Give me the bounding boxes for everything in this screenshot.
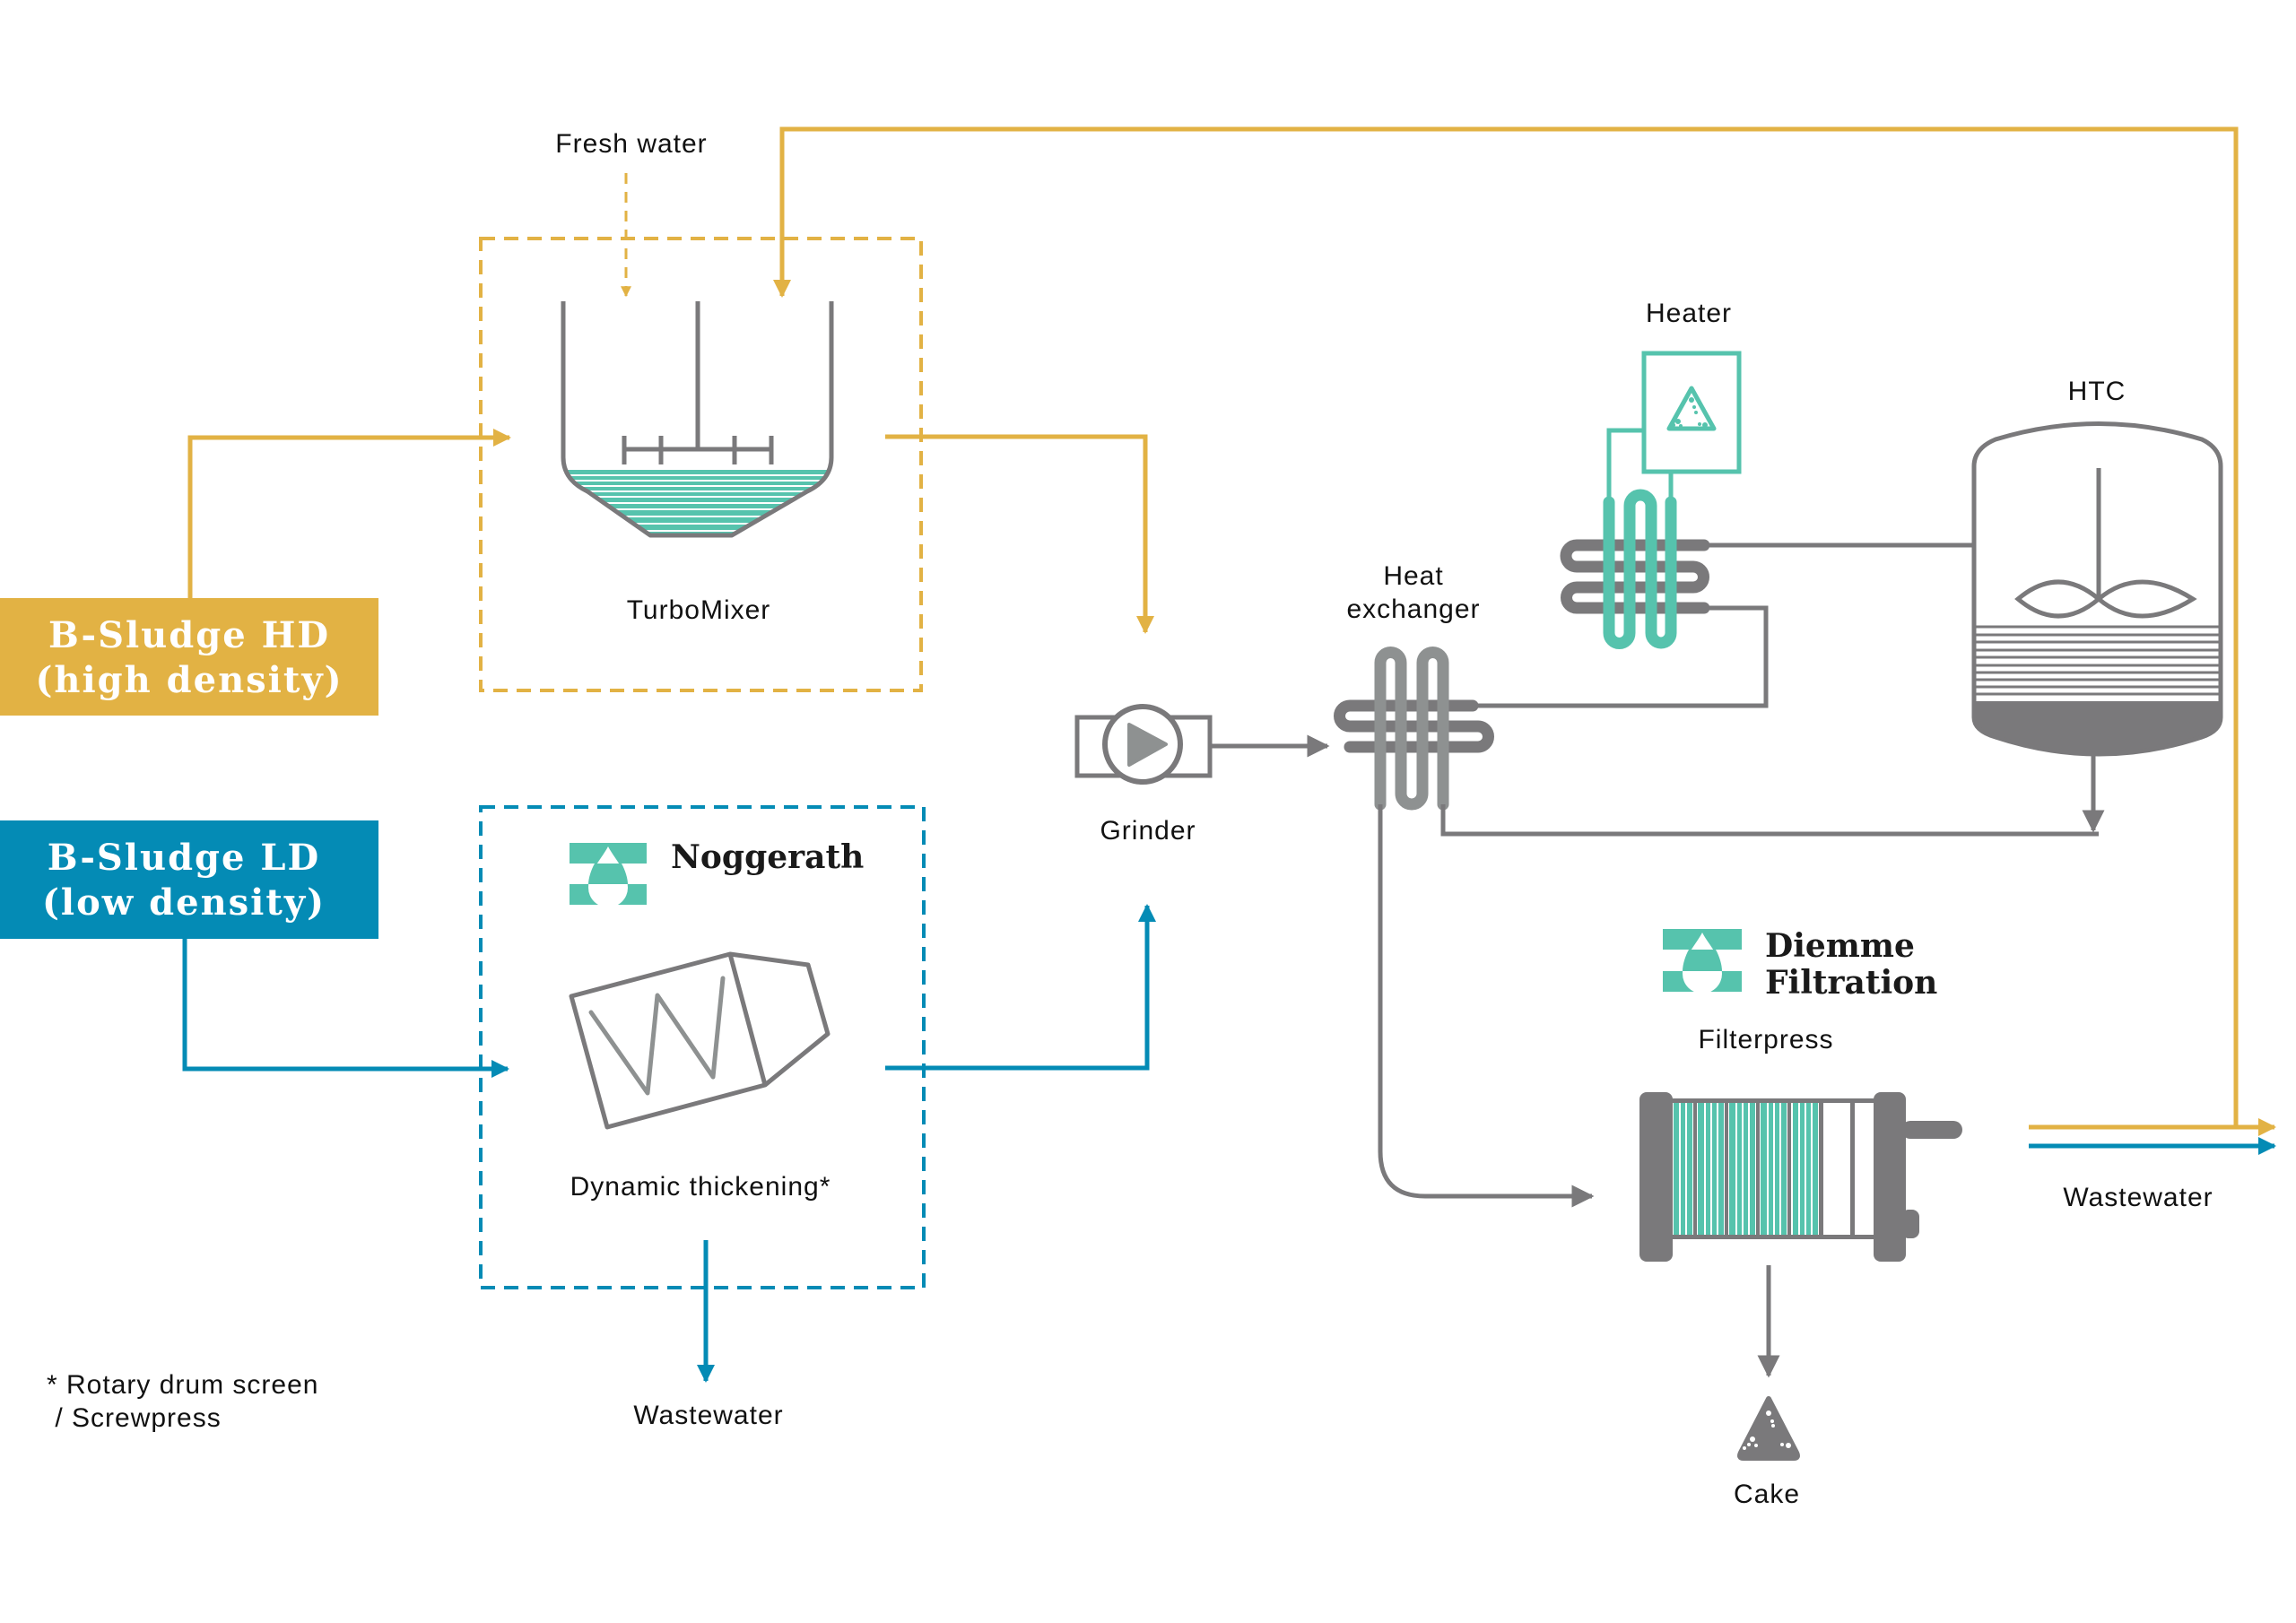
turbomixer-body xyxy=(561,301,834,538)
label-heater: Heater xyxy=(1646,299,1732,328)
label-heat-exchanger-line1: Heat xyxy=(1383,561,1443,591)
hd-flow-lines xyxy=(187,126,2276,1136)
label-filterpress: Filterpress xyxy=(1698,1025,1833,1055)
label-fresh-water: Fresh water xyxy=(555,129,707,159)
source-hd-box xyxy=(0,598,378,716)
turbomixer-dashed-box xyxy=(479,237,923,692)
label-wastewater-left: Wastewater xyxy=(633,1401,783,1430)
hd-inlet-line xyxy=(187,429,511,598)
label-heat-exchanger-line2: exchanger xyxy=(1346,595,1480,624)
source-ld-line1: B-Sludge LD xyxy=(48,837,320,879)
source-hd: B-Sludge HD (high density) xyxy=(0,598,378,716)
label-turbomixer: TurboMixer xyxy=(627,595,771,625)
cake-icon xyxy=(1737,1396,1800,1461)
source-ld: B-Sludge LD (low density) xyxy=(0,820,378,939)
label-htc: HTC xyxy=(2068,377,2126,406)
turbomixer-vessel xyxy=(561,301,834,538)
hx-to-heater-line xyxy=(1478,605,1769,708)
turbomixer-liquid xyxy=(563,470,831,535)
label-wastewater-right: Wastewater xyxy=(2063,1183,2213,1212)
ld-inlet-line xyxy=(182,939,509,1078)
thickener-outlet-line xyxy=(885,904,1156,1071)
diemme-logo-icon xyxy=(1663,929,1742,994)
noggerath-brand-text: Noggerath xyxy=(671,838,864,876)
recycle-line xyxy=(773,126,2239,1127)
source-hd-line1: B-Sludge HD xyxy=(48,614,330,656)
diemme-brand-line2: Filtration xyxy=(1765,964,1937,1002)
turbomixer-outlet-line xyxy=(885,434,1154,634)
htc-reactor-icon xyxy=(1971,421,2223,757)
heater-icon xyxy=(1606,351,1742,502)
source-hd-line2: (high density) xyxy=(35,659,343,701)
grinder-pump-icon xyxy=(1074,704,1213,785)
footnote-line2: / Screwpress xyxy=(47,1403,222,1433)
footnote-line1: * Rotary drum screen xyxy=(47,1370,318,1400)
heater-coil-icon xyxy=(1560,489,1710,649)
hx-connection-lines xyxy=(1378,605,2099,1208)
rotary-drum-icon xyxy=(569,951,831,1130)
heat-exchanger-icon xyxy=(1334,647,1494,811)
filterpress-icon xyxy=(1639,1092,1962,1262)
noggerath-logo-icon xyxy=(570,843,647,907)
source-ld-box xyxy=(0,820,378,939)
label-grinder: Grinder xyxy=(1100,816,1196,846)
ld-flow-lines xyxy=(182,904,2276,1383)
htc-return-line xyxy=(1440,804,2099,837)
turbomixer-agitator xyxy=(622,301,774,464)
hx-to-filterpress-line xyxy=(1378,804,1595,1208)
thickener-dashed-box xyxy=(479,805,926,1289)
label-dynamic-thickening: Dynamic thickening* xyxy=(570,1172,831,1202)
diemme-brand-line1: Diemme xyxy=(1765,927,1915,965)
source-ld-line2: (low density) xyxy=(42,881,326,924)
label-cake: Cake xyxy=(1734,1480,1800,1509)
